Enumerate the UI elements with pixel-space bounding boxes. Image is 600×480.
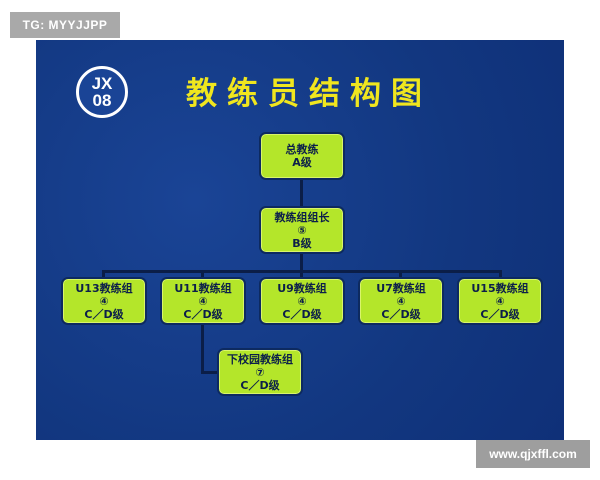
node-u11-title: U11教练组 xyxy=(174,281,232,295)
node-u7: U7教练组 ④ C／D级 xyxy=(358,277,444,325)
node-group-leader-num: ⑤ xyxy=(297,223,307,237)
node-u11: U11教练组 ④ C／D级 xyxy=(160,277,246,325)
node-u7-title: U7教练组 xyxy=(376,281,426,295)
node-u9-title: U9教练组 xyxy=(277,281,327,295)
node-u13: U13教练组 ④ C／D级 xyxy=(61,277,147,325)
tag-label: TG: MYYJJPP xyxy=(10,12,120,38)
node-u15-title: U15教练组 xyxy=(471,281,529,295)
node-u7-num: ④ xyxy=(396,294,406,308)
node-u7-grade: C／D级 xyxy=(381,307,421,321)
node-head-coach-title: 总教练 xyxy=(285,143,319,156)
node-u9-grade: C／D级 xyxy=(282,307,322,321)
connector-leader-to-bus xyxy=(300,253,303,272)
node-campus-grade: C／D级 xyxy=(240,378,280,392)
connector-u11-to-campus xyxy=(201,371,219,374)
connector-head-to-leader xyxy=(300,180,303,208)
node-u11-grade: C／D级 xyxy=(183,307,223,321)
connector-drop-u11 xyxy=(201,270,204,278)
watermark-label: www.qjxffl.com xyxy=(476,440,590,468)
node-head-coach-grade: A级 xyxy=(292,156,312,169)
node-u15-grade: C／D级 xyxy=(480,307,520,321)
node-head-coach: 总教练 A级 xyxy=(259,132,345,180)
node-campus-title: 下校园教练组 xyxy=(227,352,293,366)
connector-drop-u13 xyxy=(102,270,105,278)
connector-drop-u15 xyxy=(499,270,502,278)
node-group-leader-title: 教练组组长 xyxy=(274,210,330,224)
node-campus: 下校园教练组 ⑦ C／D级 xyxy=(217,348,303,396)
jx08-logo: JX 08 xyxy=(76,66,128,118)
node-group-leader: 教练组组长 ⑤ B级 xyxy=(259,206,345,254)
chart-title: 教练员结构图 xyxy=(186,75,432,112)
node-u13-grade: C／D级 xyxy=(84,307,124,321)
node-u9: U9教练组 ④ C／D级 xyxy=(259,277,345,325)
connector-drop-u7 xyxy=(399,270,402,278)
node-u13-num: ④ xyxy=(99,294,109,308)
node-group-leader-grade: B级 xyxy=(292,236,312,250)
logo-bottom-text: 08 xyxy=(92,91,112,110)
logo-top-text: JX xyxy=(91,74,113,93)
connector-drop-u9 xyxy=(300,270,303,278)
node-u9-num: ④ xyxy=(297,294,307,308)
node-u13-title: U13教练组 xyxy=(75,281,133,295)
node-u15: U15教练组 ④ C／D级 xyxy=(457,277,543,325)
node-u11-num: ④ xyxy=(198,294,208,308)
node-campus-num: ⑦ xyxy=(255,365,265,379)
org-chart-panel: JX 08 教练员结构图 总教练 A级 教练组组长 ⑤ B级 U13教练组 ④ … xyxy=(36,40,564,440)
node-u15-num: ④ xyxy=(495,294,505,308)
connector-u11-vertical xyxy=(201,324,204,373)
